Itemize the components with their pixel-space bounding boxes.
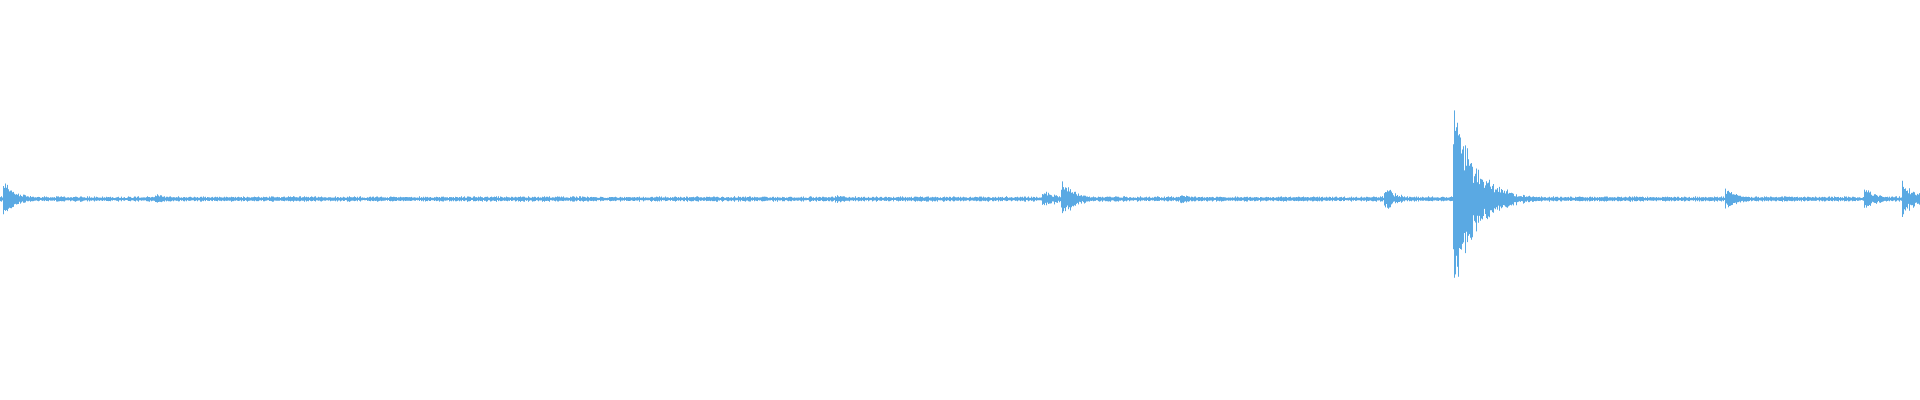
waveform-path (0, 110, 1920, 278)
waveform-bars (0, 110, 1920, 278)
